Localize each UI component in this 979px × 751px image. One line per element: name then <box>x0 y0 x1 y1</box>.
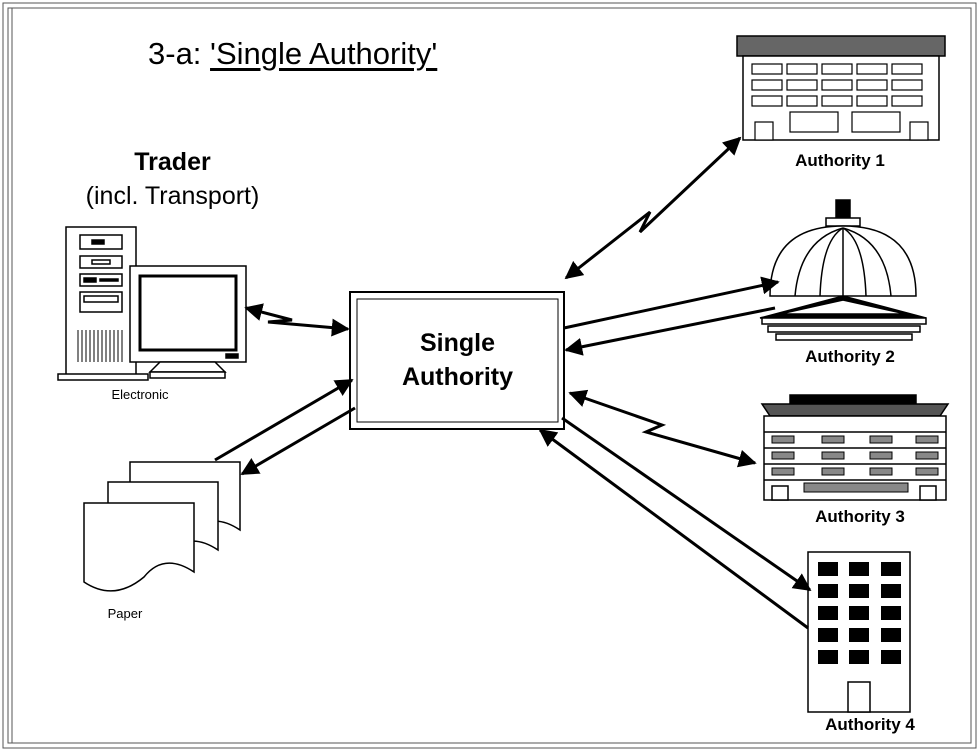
link-center-to-authority-4 <box>561 416 812 592</box>
title-underlined: 'Single Authority' <box>210 36 438 71</box>
title-prefix: 3-a: <box>148 36 211 71</box>
office-building-icon <box>736 35 946 141</box>
single-authority-line-2: Authority <box>401 363 514 391</box>
paper-label: Paper <box>107 606 143 621</box>
electronic-label: Electronic <box>111 387 169 402</box>
paper-documents-icon <box>83 461 241 592</box>
link-center-to-authority-2 <box>563 276 780 330</box>
single-authority-box <box>349 291 565 430</box>
link-center-to-paper <box>240 406 356 476</box>
computer-icon <box>57 226 247 381</box>
authority-4-label: Authority 4 <box>825 715 915 734</box>
authority-1-label: Authority 1 <box>795 151 885 170</box>
link-authority-2-to-center <box>564 306 776 356</box>
link-authority-1-electronic <box>564 136 742 280</box>
tower-building-icon <box>807 551 911 713</box>
domed-government-building-icon <box>759 199 927 341</box>
authority-2-label: Authority 2 <box>805 347 895 366</box>
link-authority-3-electronic <box>568 389 757 468</box>
connection-links <box>214 136 812 630</box>
single-authority-line-1: Single <box>419 329 495 357</box>
link-paper-to-center <box>214 378 354 462</box>
link-trader-electronic <box>244 303 350 337</box>
single-authority-label: Single Authority <box>357 326 558 394</box>
low-rise-building-icon <box>760 394 950 501</box>
trader-subtitle: (incl. Transport) <box>85 182 260 210</box>
link-authority-4-to-center <box>538 428 809 630</box>
diagram-title: 3-a: 'Single Authority' <box>148 36 437 72</box>
authority-3-label: Authority 3 <box>815 507 905 526</box>
trader-title: Trader <box>134 148 211 176</box>
